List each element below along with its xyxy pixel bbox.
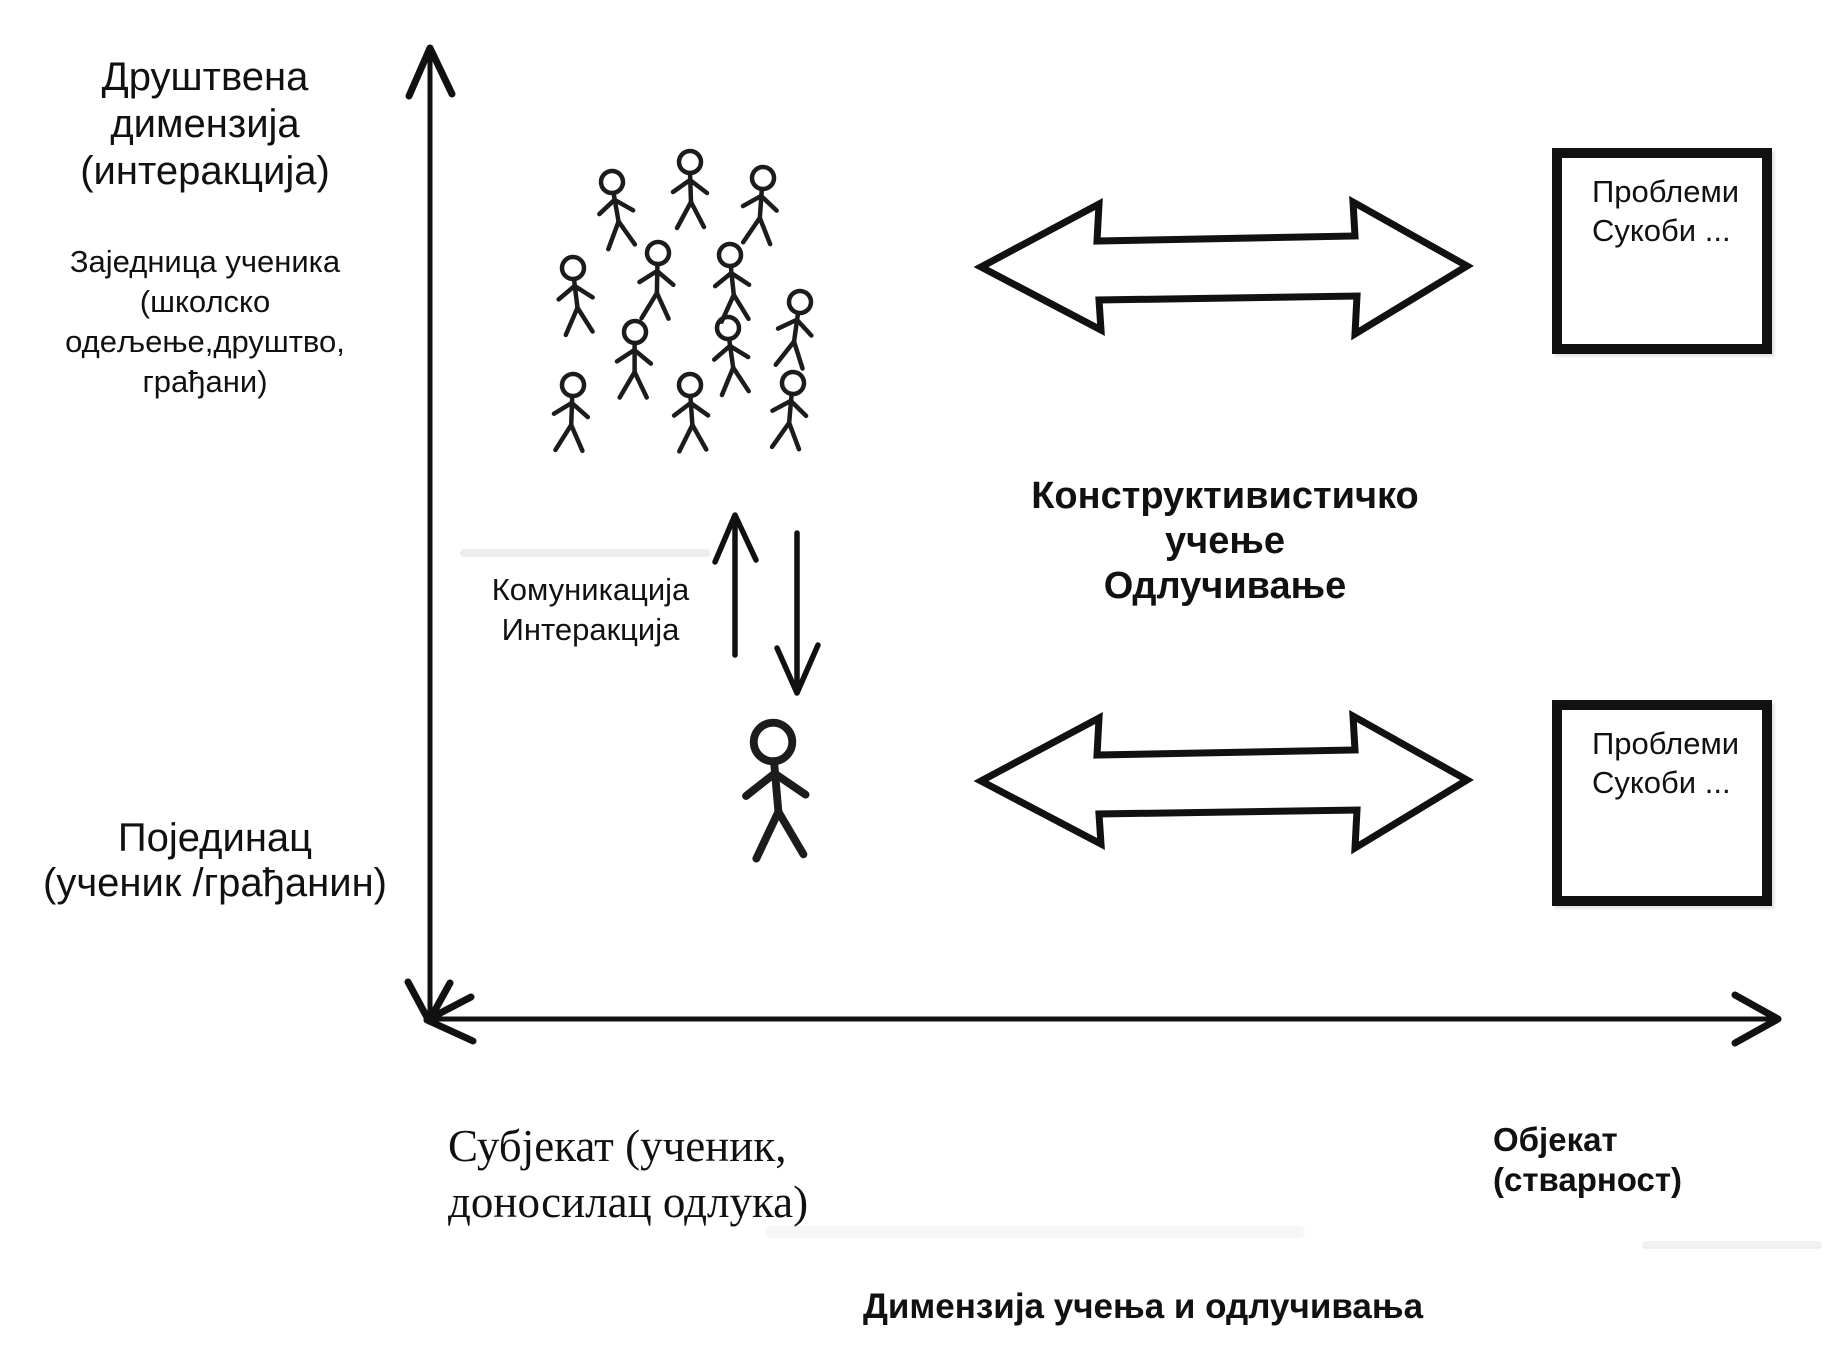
stick-figure-icon: [616, 320, 653, 398]
label-line: Објекат: [1493, 1121, 1618, 1158]
label-line: Проблеми: [1592, 174, 1740, 209]
problems-box-top: Проблеми Сукоби ...: [1552, 148, 1772, 354]
horizontal-axis: [423, 991, 1782, 1047]
up-arrowhead-icon: [712, 512, 759, 565]
stick-figure-icon: [768, 370, 811, 451]
constructivist-learning-label: Конструктивистичко учење Одлучивање: [1005, 474, 1445, 609]
scan-artifact: [765, 1226, 1305, 1238]
right-arrowhead-icon: [1731, 991, 1782, 1047]
crowd-stick-figures-icon: [551, 151, 818, 452]
label-line: ...: [1704, 765, 1731, 800]
problems-box-bottom: Проблеми Сукоби ...: [1552, 700, 1772, 906]
double-headed-arrow-icon: [981, 202, 1467, 334]
label-line: Интеракција: [501, 612, 680, 647]
stick-figure-icon: [739, 165, 781, 245]
label-line: Комуникација: [491, 572, 690, 607]
community-of-learners-label: Заједница ученика (школско одељење,друшт…: [55, 242, 355, 402]
up-arrowhead-icon: [405, 44, 456, 100]
label-line: ...: [1704, 213, 1731, 248]
label-line: (стварност): [1493, 1161, 1683, 1198]
double-headed-arrow-icon: [981, 716, 1467, 848]
problems-box-text: Проблеми Сукоби ...: [1592, 724, 1762, 802]
individual-label: Појединац (ученик /грађанин): [15, 816, 415, 906]
label-line: Заједница ученика: [69, 244, 341, 279]
label-line: одељење,друштво,: [65, 324, 345, 359]
object-label: Објекат (стварност): [1493, 1120, 1753, 1200]
stick-figure-icon: [555, 256, 596, 336]
stick-figure-icon: [673, 373, 710, 451]
label-line: Сукоби: [1592, 765, 1697, 800]
stick-figure-icon: [772, 288, 819, 370]
stick-figure-icon: [594, 169, 638, 250]
scan-artifact: [1642, 1241, 1822, 1249]
label-line: Проблеми: [1592, 726, 1740, 761]
problems-box-text: Проблеми Сукоби ...: [1592, 172, 1762, 250]
label-line: учење: [1165, 520, 1285, 562]
label-line: Одлучивање: [1103, 565, 1347, 607]
label-line: Конструктивистичко: [1031, 475, 1419, 517]
label-line: димензија: [110, 102, 300, 146]
stick-figure-icon: [638, 241, 676, 320]
subject-label: Субјекат (ученик, доносилац одлука): [448, 1118, 878, 1230]
up-down-arrows-icon: [712, 512, 821, 696]
stick-figure-icon: [673, 151, 707, 228]
down-arrowhead-icon: [774, 642, 821, 696]
label-line: грађани): [142, 364, 268, 399]
label-line: (интеракција): [80, 149, 330, 193]
left-arrowhead-icon: [423, 993, 477, 1045]
label-line: Друштвена: [101, 55, 309, 99]
individual-stick-figure-icon: [742, 721, 808, 859]
communication-label: Комуникација Интеракција: [448, 570, 733, 650]
stick-figure-icon: [710, 315, 752, 395]
label-line: Субјекат (ученик,: [448, 1121, 787, 1171]
horizontal-axis-title: Димензија учења и одлучивања: [818, 1286, 1468, 1328]
label-line: (ученик /грађанин): [43, 861, 387, 905]
label-line: Сукоби: [1592, 213, 1697, 248]
stick-figure-icon: [712, 243, 751, 322]
vertical-axis-title: Друштвена димензија (интеракција): [50, 54, 360, 195]
scan-artifact: [460, 549, 710, 557]
stick-figure-icon: [551, 373, 590, 452]
label-line: доносилац одлука): [448, 1177, 809, 1227]
label-line: Димензија учења и одлучивања: [862, 1287, 1424, 1326]
label-line: (школско: [139, 284, 271, 319]
label-line: Појединац: [117, 816, 313, 860]
